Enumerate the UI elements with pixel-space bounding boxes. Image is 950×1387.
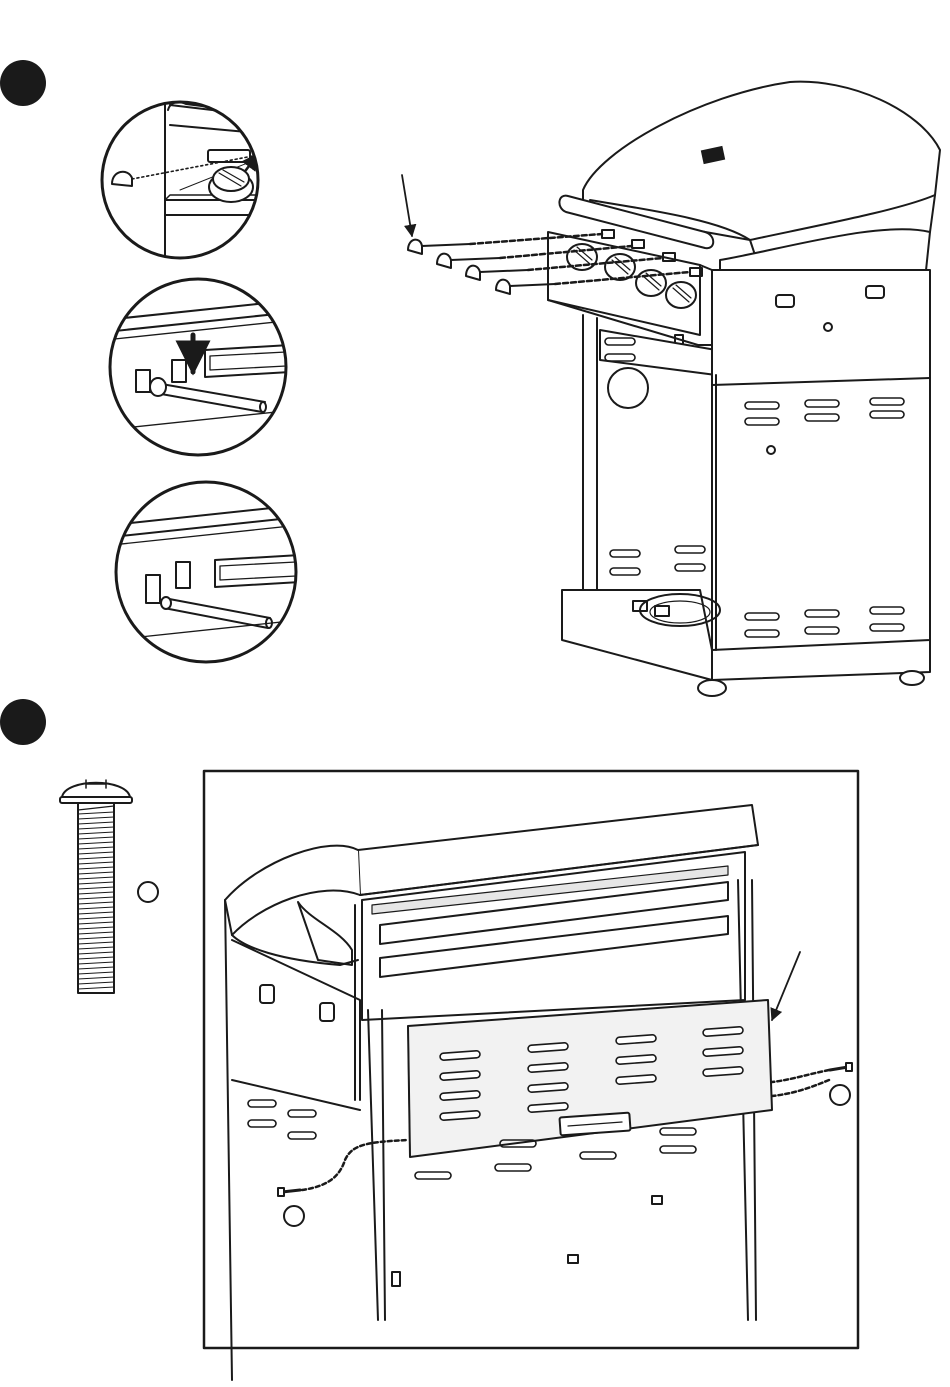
detail-callout-3 [112,482,300,662]
callout-circle-left [284,1206,304,1226]
rod-cap-3-icon [466,266,480,280]
rod-cap-2-icon [437,254,451,268]
rod-cap-1-icon [408,240,422,254]
detail-callout-1 [102,100,280,260]
pan-head-screw-icon [60,780,132,993]
callout-circle-right [830,1085,850,1105]
step-2-badge [0,699,46,745]
rod-cap-4-icon [496,280,510,294]
control-knob-icon [209,167,253,202]
caster-wheel-icon [698,680,726,696]
knob-4-icon [666,282,696,308]
pointer-arrow [402,175,412,236]
hardware-callout-circle [138,882,158,902]
detail-callout-2 [105,279,295,455]
caster-wheel-icon [900,671,924,685]
step-1-badge [0,60,46,106]
rod-end-cap-icon [112,172,132,186]
grill-front-illustration [402,82,940,696]
